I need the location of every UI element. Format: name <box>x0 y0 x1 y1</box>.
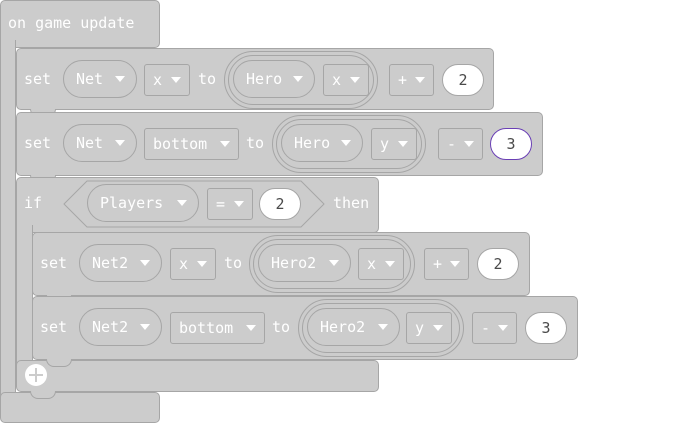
chevron-down-icon[interactable] <box>115 76 125 82</box>
if-block-notch <box>30 391 56 399</box>
operator-dropdown[interactable]: + <box>424 248 469 280</box>
property-label: bottom <box>153 135 208 153</box>
set-keyword: set <box>40 254 68 272</box>
chevron-down-icon[interactable] <box>415 77 425 83</box>
set-keyword: set <box>24 134 52 152</box>
event-block-left-rail <box>0 40 16 400</box>
variable-pill[interactable]: Net <box>63 124 137 162</box>
variable-pill[interactable]: Net2 <box>79 308 162 346</box>
event-block-label: on game update <box>8 14 135 32</box>
comparison-dropdown[interactable]: = <box>207 188 253 220</box>
operator-dropdown[interactable]: - <box>472 312 517 344</box>
property-dropdown[interactable]: x <box>170 248 216 280</box>
operator-label: + <box>398 71 408 89</box>
set-keyword: set <box>24 70 52 88</box>
if-keyword: if <box>24 194 43 212</box>
if-block-left-rail <box>16 225 33 365</box>
chevron-down-icon[interactable] <box>246 325 256 331</box>
sprite-pill[interactable]: Hero2 <box>307 308 400 346</box>
sprite-property-label: x <box>332 71 342 89</box>
set-keyword: set <box>40 318 68 336</box>
sprite-property-dropdown[interactable]: y <box>371 128 417 160</box>
to-keyword: to <box>224 254 243 272</box>
chevron-down-icon[interactable] <box>498 325 508 331</box>
sprite-property-dropdown[interactable]: y <box>406 312 452 344</box>
variable-pill[interactable]: Net <box>63 60 137 98</box>
to-keyword: to <box>198 70 217 88</box>
property-label: bottom <box>179 319 234 337</box>
chevron-down-icon[interactable] <box>220 141 230 147</box>
variable-name: Net2 <box>92 254 129 272</box>
operator-label: - <box>481 319 491 337</box>
chevron-down-icon[interactable] <box>234 201 244 207</box>
property-dropdown[interactable]: bottom <box>144 128 239 160</box>
operator-label: - <box>447 135 457 153</box>
sprite-property-dropdown[interactable]: x <box>323 64 369 96</box>
to-keyword: to <box>272 318 291 336</box>
if-block-footer <box>16 360 379 392</box>
chevron-down-icon[interactable] <box>293 76 303 82</box>
set-block-4-notch <box>46 359 72 367</box>
number-input[interactable]: 2 <box>442 64 484 96</box>
number-input-selected[interactable]: 3 <box>490 128 532 160</box>
chevron-down-icon[interactable] <box>378 324 388 330</box>
operator-dropdown[interactable]: - <box>438 128 483 160</box>
property-dropdown[interactable]: bottom <box>170 312 265 344</box>
sprite-pill[interactable]: Hero <box>281 124 363 162</box>
sprite-property-label: y <box>415 319 425 337</box>
sprite-pill[interactable]: Hero <box>233 60 315 98</box>
number-input[interactable]: 2 <box>477 248 519 280</box>
chevron-down-icon[interactable] <box>464 141 474 147</box>
sprite-pill[interactable]: Hero2 <box>258 244 351 282</box>
chevron-down-icon[interactable] <box>177 200 187 206</box>
sprite-property-label: x <box>367 255 377 273</box>
variable-pill[interactable]: Players <box>87 184 199 222</box>
to-keyword: to <box>246 134 265 152</box>
sprite-name: Hero2 <box>320 318 366 336</box>
variable-name: Net2 <box>92 318 129 336</box>
operator-label: + <box>433 255 443 273</box>
chevron-down-icon[interactable] <box>350 77 360 83</box>
chevron-down-icon[interactable] <box>197 261 207 267</box>
sprite-name: Hero <box>294 134 331 152</box>
chevron-down-icon[interactable] <box>450 261 460 267</box>
event-block-body[interactable] <box>0 0 160 48</box>
chevron-down-icon[interactable] <box>329 260 339 266</box>
variable-pill[interactable]: Net2 <box>79 244 162 282</box>
chevron-down-icon[interactable] <box>341 140 351 146</box>
chevron-down-icon[interactable] <box>115 140 125 146</box>
variable-name: Net <box>76 70 104 88</box>
variable-name: Players <box>100 194 164 212</box>
sprite-name: Hero2 <box>271 254 317 272</box>
number-input[interactable]: 2 <box>259 188 301 220</box>
property-dropdown[interactable]: x <box>144 64 190 96</box>
chevron-down-icon[interactable] <box>140 260 150 266</box>
chevron-down-icon[interactable] <box>140 324 150 330</box>
property-label: x <box>179 255 189 273</box>
chevron-down-icon[interactable] <box>433 325 443 331</box>
sprite-property-label: y <box>380 135 390 153</box>
plus-circle-icon[interactable] <box>25 364 47 386</box>
comparison-label: = <box>216 195 226 213</box>
chevron-down-icon[interactable] <box>398 141 408 147</box>
variable-name: Net <box>76 134 104 152</box>
then-keyword: then <box>333 194 370 212</box>
number-input[interactable]: 3 <box>525 312 567 344</box>
chevron-down-icon[interactable] <box>171 77 181 83</box>
chevron-down-icon[interactable] <box>385 261 395 267</box>
sprite-name: Hero <box>246 70 283 88</box>
event-block-footer <box>0 392 160 423</box>
operator-dropdown[interactable]: + <box>389 64 434 96</box>
property-label: x <box>153 71 163 89</box>
sprite-property-dropdown[interactable]: x <box>358 248 404 280</box>
